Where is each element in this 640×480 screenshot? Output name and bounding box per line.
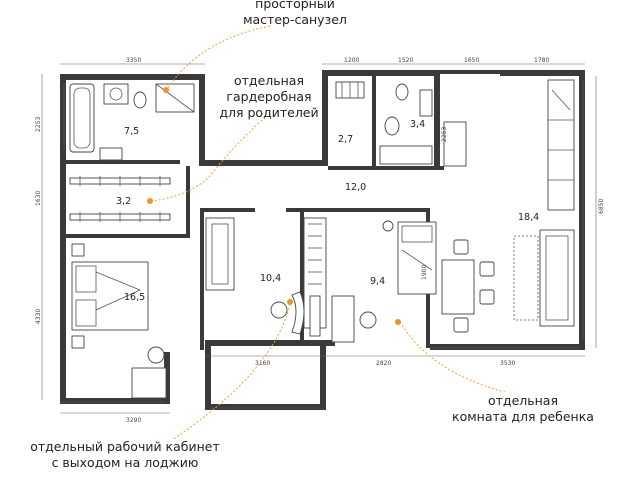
- kids-chair-icon: [359, 311, 377, 329]
- area-bedroom: 16,5: [124, 292, 145, 303]
- bathtub-icon: [69, 83, 95, 153]
- annotation-kids-room-line-1: отдельная: [488, 393, 558, 408]
- kitchen-counter-icon: [547, 79, 575, 211]
- room-areas: 7,5 3,2 16,5 10,4 9,4 12,0 2,7 3,4 18,4: [116, 119, 539, 303]
- outer-walls: [60, 70, 585, 410]
- annotation-master-bath-line-2: мастер-санузел: [243, 12, 347, 27]
- wc-toilet-icon: [395, 83, 409, 101]
- dim-top-3: 1520: [398, 57, 413, 64]
- area-laundry: 2,7: [338, 134, 353, 145]
- annotation-wardrobe-line-1: отдельная: [234, 73, 304, 88]
- dim-bottom-1: 3290: [126, 417, 141, 424]
- washer-icon: [99, 147, 123, 161]
- toilet-icon: [133, 91, 147, 109]
- office-chair-icon: [270, 301, 288, 319]
- annotation-wardrobe-line-2: гардеробная: [226, 89, 312, 104]
- dim-top-5: 1780: [534, 57, 549, 64]
- area-bathroom: 7,5: [124, 126, 139, 137]
- dimension-labels: 3350 1200 1520 1650 1780 2253 1630 4330 …: [35, 57, 605, 424]
- sink-icon: [103, 83, 129, 105]
- dim-left-2: 1630: [35, 191, 42, 206]
- dimension-lines: [41, 63, 597, 414]
- dim-bottom-2: 3160: [255, 360, 270, 367]
- annotation-kids-room-line-2: комната для ребенка: [452, 409, 594, 424]
- dim-inner-left: 2253: [441, 127, 448, 142]
- furniture: [69, 79, 575, 399]
- area-office: 10,4: [260, 273, 281, 284]
- area-kitchen-living: 18,4: [518, 212, 539, 223]
- annotation-leaders: [147, 25, 506, 441]
- chair-icon: [147, 346, 165, 364]
- dim-top-1: 3350: [126, 57, 141, 64]
- area-wc: 3,4: [410, 119, 425, 130]
- area-hall: 12,0: [345, 182, 366, 193]
- dim-left-1: 2253: [35, 117, 42, 132]
- dim-top-2: 1200: [344, 57, 359, 64]
- single-bed-icon: [397, 221, 437, 295]
- area-kids: 9,4: [370, 276, 385, 287]
- dining-table-icon: [441, 259, 475, 315]
- area-wardrobe: 3,2: [116, 196, 131, 207]
- annotation-master-bath-line-1: просторный: [255, 0, 335, 11]
- windows: [60, 80, 584, 409]
- living-sofa-icon: [539, 229, 575, 327]
- annotation-wardrobe-line-3: для родителей: [219, 105, 319, 120]
- dim-left-3: 4330: [35, 309, 42, 324]
- dim-right: 6850: [598, 199, 605, 214]
- sofa-icon: [205, 217, 235, 291]
- dim-bed-small: 1900: [421, 265, 428, 280]
- annotation-office-line-1: отдельный рабочий кабинет: [30, 439, 220, 454]
- dim-top-4: 1650: [464, 57, 479, 64]
- dim-bottom-3: 2820: [376, 360, 391, 367]
- annotation-office-line-2: с выходом на лоджию: [51, 455, 199, 470]
- dim-bottom-4: 3530: [500, 360, 515, 367]
- double-bed-icon: [71, 261, 149, 331]
